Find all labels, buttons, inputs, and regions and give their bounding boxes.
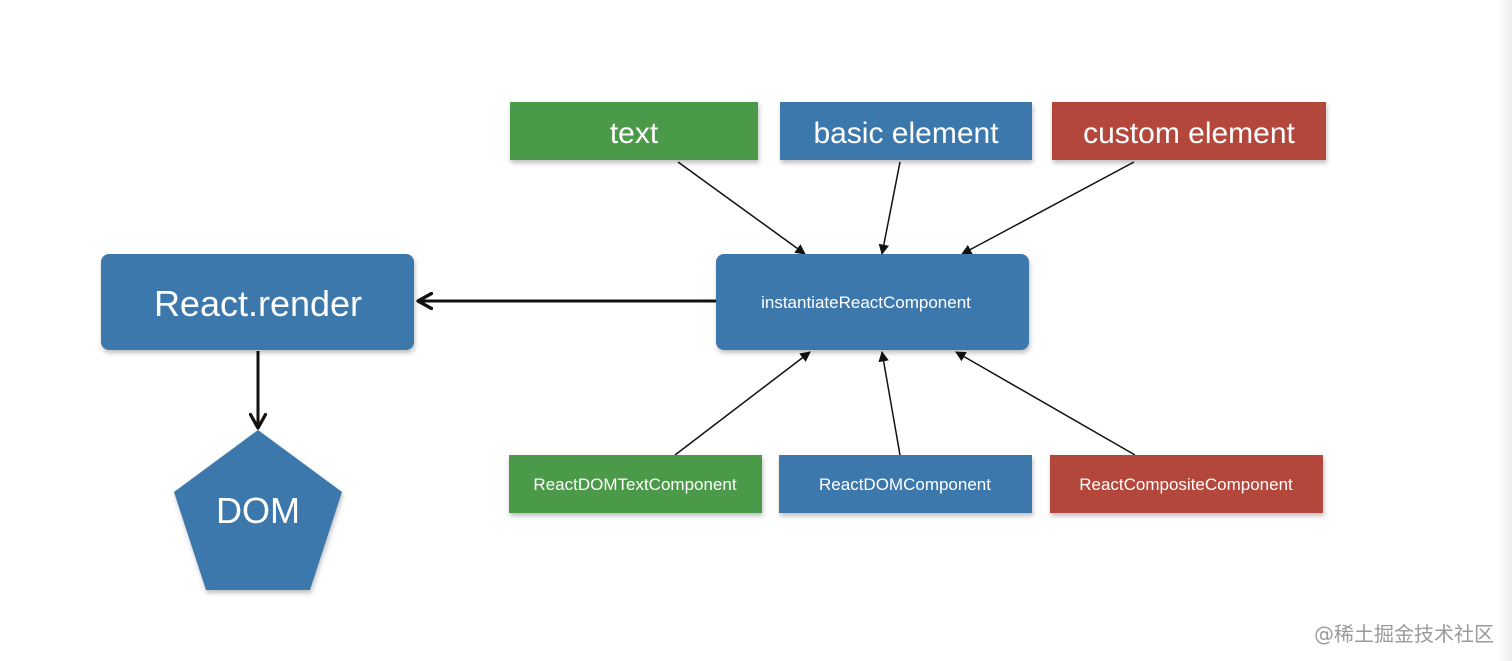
- node-custom-element-label: custom element: [1083, 117, 1295, 150]
- node-dom-pentagon: [174, 430, 342, 590]
- node-react-dom-component-label: ReactDOMComponent: [819, 475, 991, 494]
- node-dom: [174, 430, 342, 590]
- node-react-dom-text-component-box: [509, 455, 762, 513]
- edge-basic-element-to-instantiate: [878, 161, 901, 256]
- node-react-render-box: [101, 254, 414, 350]
- node-basic-element-label: basic element: [813, 117, 999, 150]
- node-react-dom-component-box: [779, 455, 1032, 513]
- edge-composite-component-to-instantiate: [955, 351, 1136, 456]
- node-instantiate-react-component: [716, 254, 1029, 350]
- node-react-render-label: React.render: [154, 283, 362, 324]
- node-basic-element: [780, 102, 1032, 160]
- node-react-composite-component: [1050, 455, 1323, 513]
- node-react-dom-text-component: [509, 455, 762, 513]
- edge-dom-text-component-to-instantiate: [674, 351, 811, 456]
- edges: [258, 161, 1136, 456]
- edge-text-to-instantiate: [677, 161, 806, 255]
- watermark: @稀土掘金技术社区: [1314, 622, 1494, 646]
- node-text-label: text: [610, 117, 659, 150]
- node-custom-element-box: [1052, 102, 1326, 160]
- node-text-box: [510, 102, 758, 160]
- node-react-composite-component-box: [1050, 455, 1323, 513]
- node-text: [510, 102, 758, 160]
- node-dom-label: DOM: [216, 490, 300, 531]
- node-react-dom-component: [779, 455, 1032, 513]
- node-react-render: [101, 254, 414, 350]
- edge-dom-component-to-instantiate: [878, 350, 901, 456]
- node-instantiate-box: [716, 254, 1029, 350]
- node-react-composite-component-label: ReactCompositeComponent: [1079, 475, 1293, 494]
- node-instantiate-label: instantiateReactComponent: [761, 293, 971, 312]
- node-basic-element-box: [780, 102, 1032, 160]
- node-react-dom-text-component-label: ReactDOMTextComponent: [533, 475, 736, 494]
- node-custom-element: [1052, 102, 1326, 160]
- edge-custom-element-to-instantiate: [961, 161, 1135, 255]
- right-edge-shadow: [1498, 0, 1512, 661]
